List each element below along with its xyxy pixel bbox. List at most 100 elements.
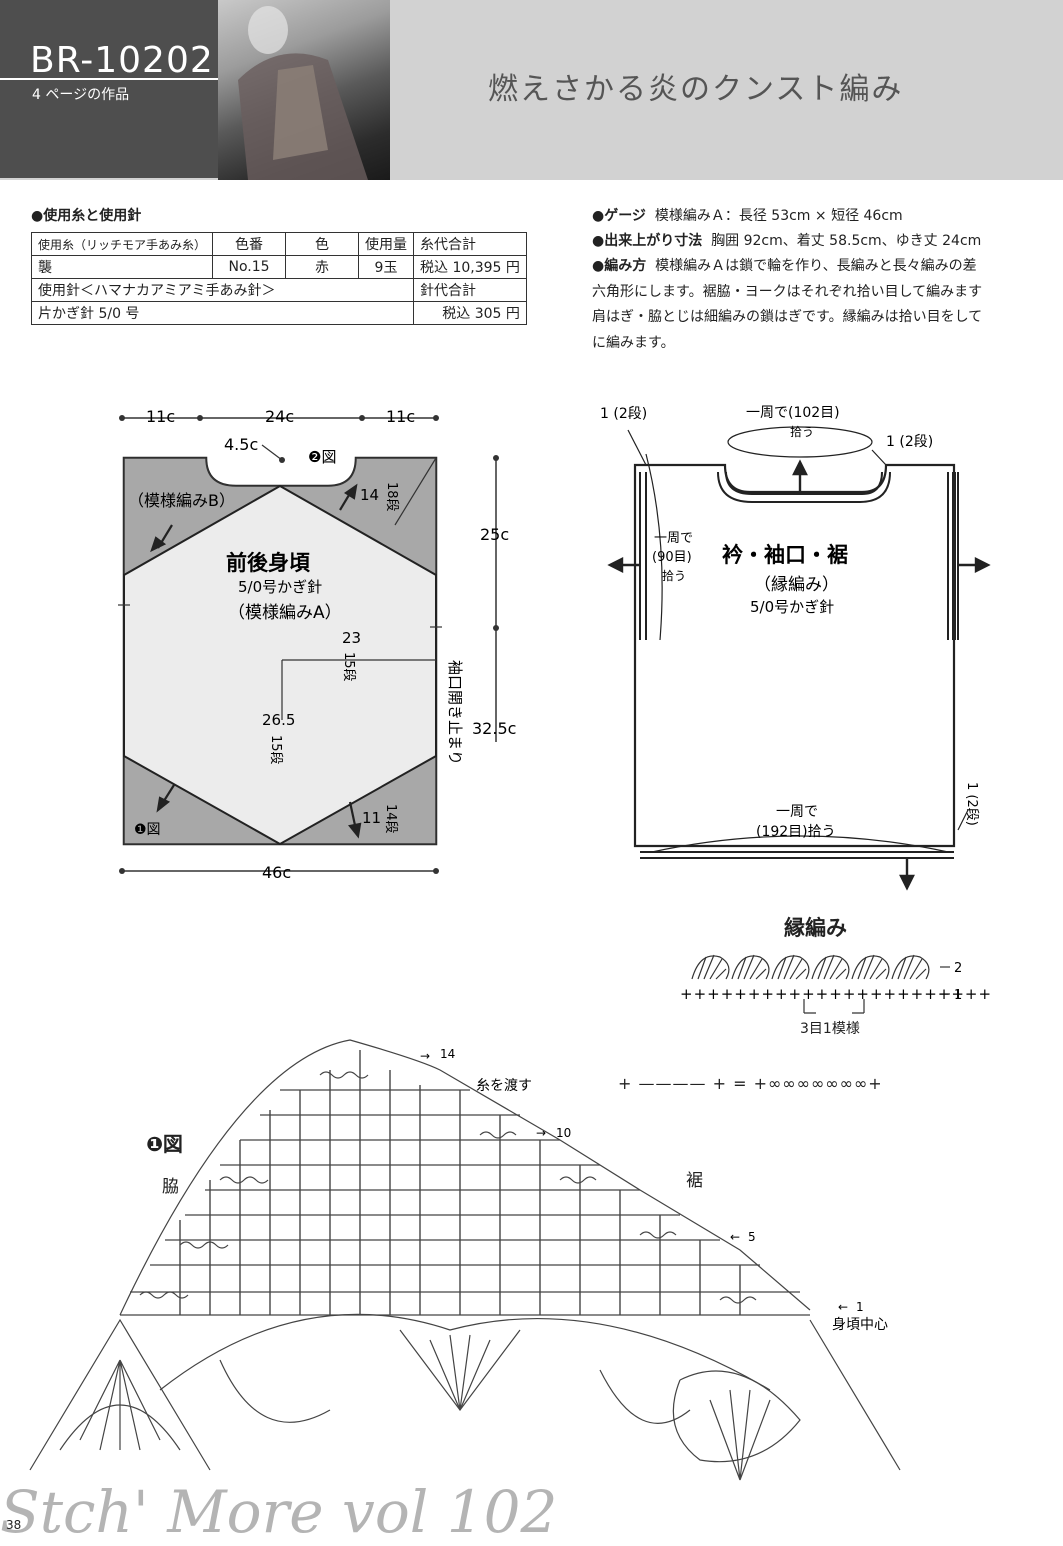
height-32: 32.5c xyxy=(472,719,516,738)
fig1-ref: ❶図 xyxy=(134,822,161,838)
hook-label: 5/0号かぎ針 xyxy=(238,578,322,596)
edging-stitch-chart: ++++++++++++++++++++++++++++++++ 2 1 xyxy=(680,954,990,1014)
side-pick3: 拾う xyxy=(662,568,686,583)
table-cell: 色 xyxy=(285,232,360,256)
shell-motif xyxy=(731,954,770,980)
materials-table: 使用糸（リッチモア手あみ糸） 色番 色 使用量 糸代合計 襲 No.15 赤 9… xyxy=(30,232,527,325)
chart1-row10: 10 xyxy=(556,1126,571,1140)
dim-26: 26.5 xyxy=(262,711,295,729)
gauge-label: ●ゲージ xyxy=(592,208,646,224)
table-cell: 使用量 xyxy=(358,232,415,256)
table-row: 使用糸（リッチモア手あみ糸） 色番 色 使用量 糸代合計 xyxy=(30,232,527,256)
table-cell: 襲 xyxy=(30,255,214,279)
table-row: 襲 No.15 赤 9玉 税込 10,395 円 xyxy=(30,255,527,279)
shell-motif xyxy=(891,954,930,980)
table-cell: 9玉 xyxy=(358,255,415,279)
chain-loops xyxy=(139,1071,757,1304)
neck-pick2: 拾う xyxy=(790,424,814,439)
pattern-code-block xyxy=(0,0,218,178)
table-cell: 色番 xyxy=(212,232,287,256)
rows-15a: 15段 xyxy=(341,652,356,682)
edging-title: 縁編み xyxy=(784,916,847,940)
edging-base-row: ++++++++++++++++++++++++++++++++ xyxy=(680,985,990,1003)
body-width: 46c xyxy=(262,863,291,882)
pattern-b-region xyxy=(277,457,437,577)
piece-title: 前後身頃 xyxy=(226,551,311,575)
table-row: 片かぎ針 5/0 号 税込 305 円 xyxy=(30,301,527,325)
hem-pick2: (192目)拾う xyxy=(756,824,836,840)
rows-bot: 11 xyxy=(362,809,381,827)
height-25: 25c xyxy=(480,525,509,544)
method-line: 肩はぎ・脇とじは細編みの鎖はぎです。縁編みは拾い目をして xyxy=(592,309,983,325)
size-line: ●出来上がり寸法 胸囲 92cm、着丈 58.5cm、ゆき丈 24cm xyxy=(592,229,981,254)
redaction-box xyxy=(468,742,626,888)
chart1-yarn-pass: 糸を渡す xyxy=(476,1078,532,1094)
materials-heading: ●使用糸と使用針 xyxy=(31,208,142,224)
method-line: 六角形にします。裾脇・ヨークはそれぞれ拾い目して編みます xyxy=(592,284,983,300)
side-pick2: (90目) xyxy=(652,550,692,565)
table-cell: 糸代合計 xyxy=(413,232,527,256)
watermark: Stch' More vol 102 xyxy=(0,1478,558,1546)
size-label: ●出来上がり寸法 xyxy=(592,233,703,249)
shell-motif xyxy=(691,954,730,980)
pattern-b-label: （模様編みB） xyxy=(128,491,235,510)
rows-15b: 15段 xyxy=(268,735,283,765)
row10-marker: → xyxy=(536,1126,546,1140)
fan-motifs xyxy=(29,1313,901,1481)
method-line: ●編み方 模様編みＡは鎖で輪を作り、長編みと長々編みの差 xyxy=(592,254,977,279)
edge-title: 衿・袖口・裾 xyxy=(722,543,848,567)
garment-photo xyxy=(218,0,390,181)
edge-hook: 5/0号かぎ針 xyxy=(750,598,834,616)
shell-motif xyxy=(771,954,810,980)
edging-repeat: 3目1模様 xyxy=(800,1021,860,1037)
chart1-row1: 1 xyxy=(856,1300,864,1314)
table-cell: 税込 305 円 xyxy=(413,301,527,325)
pattern-a-label: （模様編みA） xyxy=(228,603,342,623)
body-schematic: 11c 24c 11c 4.5c ❷図 （模様編みB） 前後身頃 5/0号かぎ針… xyxy=(118,407,516,882)
table-cell: 税込 10,395 円 xyxy=(413,255,527,279)
edge-stitch: （縁編み） xyxy=(754,575,839,595)
page-title: 燃えさかる炎のクンスト編み xyxy=(488,72,904,107)
row14-marker: → xyxy=(420,1049,430,1063)
chart1-center: 身頃中心 xyxy=(832,1317,888,1333)
edging-schematic: 1 (2段) 一周で(102目) 拾う 1 (2段) 一周で (90目) 拾う … xyxy=(600,405,991,891)
dim-23: 23 xyxy=(342,629,361,647)
table-cell: 赤 xyxy=(285,255,360,279)
method-label: ●編み方 xyxy=(592,258,647,274)
hem-rows: 1 (2段) xyxy=(964,782,979,826)
table-cell: No.15 xyxy=(212,255,287,279)
stitch-rows xyxy=(120,1089,810,1316)
shell-motif xyxy=(851,954,890,980)
neck-pick: 一周で(102目) xyxy=(746,405,840,421)
rows-top: 14 xyxy=(360,486,379,504)
gauge-line: ●ゲージ 模様編みＡ：長径 53cm × 短径 46cm xyxy=(592,204,903,229)
table-cell: 使用糸（リッチモア手あみ糸） xyxy=(30,232,214,256)
rows-bot-b: 14段 xyxy=(383,804,398,834)
table-cell: 針代合計 xyxy=(413,278,527,302)
edging-row2: 2 xyxy=(954,961,962,976)
sleeve-stop-label: 袖口開き止まり xyxy=(446,660,464,765)
method-text: 模様編みＡは鎖で輪を作り、長編みと長々編みの差 xyxy=(655,258,977,274)
row1-marker: ← xyxy=(838,1300,848,1314)
size-text: 胸囲 92cm、着丈 58.5cm、ゆき丈 24cm xyxy=(711,233,982,249)
pattern-code: BR-10202 xyxy=(30,40,214,81)
table-cell: 使用針＜ハマナカアミアミ手あみ針＞ xyxy=(30,278,415,302)
row5-marker: ← xyxy=(730,1230,740,1244)
rows-top-b: 18段 xyxy=(384,482,399,512)
shell-motif xyxy=(811,954,850,980)
right-rows: 1 (2段) xyxy=(886,434,933,450)
left-rows: 1 (2段) xyxy=(600,406,647,422)
side-pick1: 一周で xyxy=(654,531,693,546)
dim-right: 11c xyxy=(386,407,415,426)
gauge-text: 模様編みＡ：長径 53cm × 短径 46cm xyxy=(654,208,903,224)
fig2-ref: ❷図 xyxy=(308,448,336,466)
chart-outline xyxy=(119,1039,811,1316)
dim-left: 11c xyxy=(146,407,175,426)
pattern-b-region xyxy=(123,457,283,577)
chart1-row14: 14 xyxy=(440,1047,455,1061)
photo-silhouette xyxy=(238,6,368,181)
neck-depth: 4.5c xyxy=(224,435,258,454)
stitch-columns xyxy=(179,1050,741,1315)
dim-center: 24c xyxy=(265,407,294,426)
table-cell: 片かぎ針 5/0 号 xyxy=(30,301,415,325)
